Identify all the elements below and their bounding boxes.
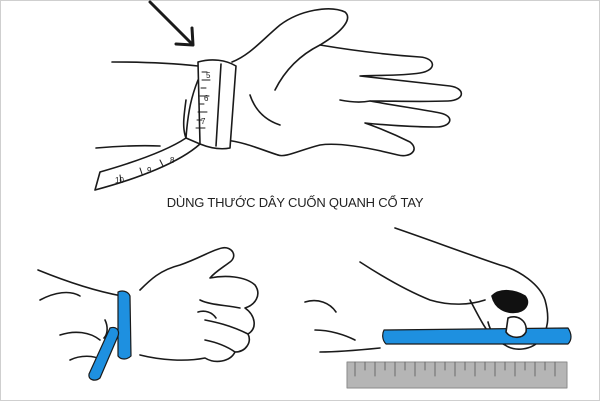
down-right-arrow-icon — [148, 0, 195, 47]
forearm-bottom-edge — [95, 144, 161, 149]
tape-label-10: 10 — [115, 176, 124, 185]
tape-label-9: 9 — [147, 166, 152, 175]
top-hand-illustration: 5 6 7 8 9 10 — [94, 0, 463, 191]
left-forearm-top — [37, 269, 123, 297]
bottom-right-hand-illustration — [304, 227, 572, 389]
bottom-left-hand-illustration — [37, 246, 259, 381]
ruler — [346, 361, 568, 389]
tape-band — [197, 59, 237, 150]
tape-reel — [491, 289, 529, 314]
blue-wrist-strap — [88, 290, 132, 381]
forearm-top-edge — [111, 61, 199, 67]
tape-ticks — [119, 71, 211, 182]
blue-tape-strip — [382, 327, 572, 345]
tape-tail — [94, 137, 201, 191]
hand-outline — [231, 8, 463, 157]
left-hand-outline — [139, 246, 259, 363]
instruction-caption: DÙNG THƯỚC DÂY CUỐN QUANH CỔ TAY — [166, 195, 424, 210]
tape-label-8: 8 — [170, 156, 175, 165]
tape-label-6: 6 — [204, 94, 209, 103]
tape-label-7: 7 — [201, 117, 206, 126]
right-hand-outline — [394, 227, 549, 350]
tape-label-5: 5 — [206, 71, 211, 80]
